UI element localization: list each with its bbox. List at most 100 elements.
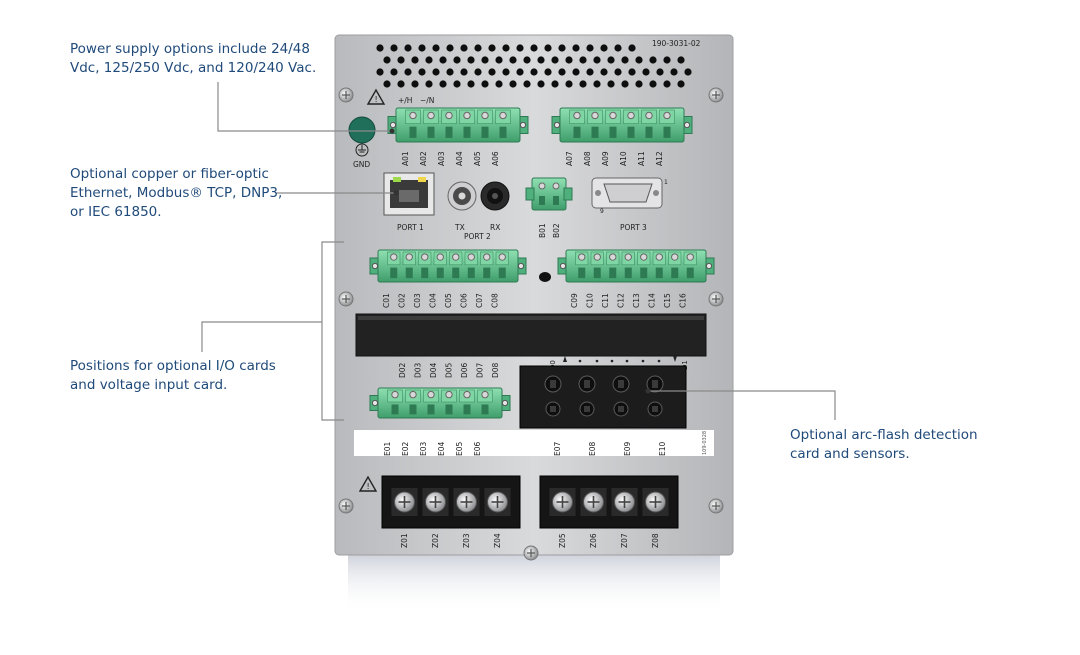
screw-terminal bbox=[459, 389, 475, 415]
arc-sensor-port bbox=[544, 375, 562, 417]
screw-terminal bbox=[433, 251, 447, 279]
vent-hole bbox=[376, 44, 384, 52]
vent-hole bbox=[467, 56, 475, 64]
screw-terminal bbox=[477, 109, 493, 138]
vent-hole bbox=[628, 44, 636, 52]
screw-terminal bbox=[683, 251, 697, 279]
part-number: 190-3031-02 bbox=[652, 39, 701, 48]
vent-hole bbox=[397, 80, 405, 88]
terminal-label-c04: C04 bbox=[429, 293, 438, 308]
vent-hole bbox=[607, 56, 615, 64]
terminal-label-d03: D03 bbox=[414, 362, 423, 378]
vent-hole bbox=[635, 56, 643, 64]
screw-terminal bbox=[590, 251, 604, 279]
terminal-label-z02: Z02 bbox=[431, 533, 440, 548]
vent-hole bbox=[383, 56, 391, 64]
power-polarity-plus: +/H bbox=[398, 96, 412, 105]
vent-hole bbox=[530, 68, 538, 76]
terminal-block-z01-z04 bbox=[381, 475, 521, 529]
vent-hole bbox=[544, 44, 552, 52]
io-callout-line1: Positions for optional I/O cards bbox=[70, 358, 276, 374]
screw-terminal bbox=[477, 389, 493, 415]
terminal-label-e04: E04 bbox=[437, 441, 446, 456]
vent-hole bbox=[418, 44, 426, 52]
connector-b01-b02 bbox=[525, 177, 573, 211]
terminal-label-c12: C12 bbox=[617, 293, 626, 308]
vent-hole bbox=[460, 68, 468, 76]
terminal-label-z04: Z04 bbox=[493, 533, 502, 548]
vent-hole bbox=[656, 68, 664, 76]
vent-hole bbox=[663, 80, 671, 88]
terminal-label-c05: C05 bbox=[444, 293, 453, 308]
vent-hole bbox=[397, 56, 405, 64]
vent-hole bbox=[404, 44, 412, 52]
terminal-label-e08: E08 bbox=[588, 441, 597, 456]
terminal-label-b01: B01 bbox=[538, 223, 547, 238]
terminal-label-a09: A09 bbox=[601, 151, 610, 166]
port3-pin9: 9 bbox=[600, 208, 604, 215]
terminal-label-z08: Z08 bbox=[651, 533, 660, 548]
vent-hole bbox=[628, 68, 636, 76]
terminal-label-e03: E03 bbox=[419, 441, 428, 456]
connector-e01-e06 bbox=[369, 387, 511, 419]
screw-terminal bbox=[423, 109, 439, 138]
arc-flash-card bbox=[519, 365, 687, 429]
terminal-label-a06: A06 bbox=[491, 151, 500, 166]
vent-hole bbox=[446, 44, 454, 52]
vent-hole bbox=[495, 80, 503, 88]
vent-hole bbox=[439, 80, 447, 88]
vent-hole bbox=[495, 56, 503, 64]
screw-terminal bbox=[484, 488, 511, 516]
screw-terminal bbox=[441, 109, 457, 138]
power-callout-line1: Power supply options include 24/48 bbox=[70, 41, 310, 57]
vent-hole bbox=[516, 68, 524, 76]
vent-hole bbox=[390, 44, 398, 52]
terminal-label-z07: Z07 bbox=[620, 533, 629, 548]
vent-hole bbox=[558, 44, 566, 52]
vent-hole bbox=[551, 56, 559, 64]
terminal-label-c01: C01 bbox=[382, 293, 391, 308]
ethernet-callout-line1: Optional copper or fiber-optic bbox=[70, 166, 269, 182]
terminal-label-z06: Z06 bbox=[589, 533, 598, 548]
vent-hole bbox=[621, 56, 629, 64]
terminal-label-e02: E02 bbox=[401, 441, 410, 456]
port2-fiber-rx bbox=[480, 181, 510, 211]
screw-icon bbox=[708, 291, 724, 307]
terminal-label-c15: C15 bbox=[663, 293, 672, 308]
terminal-label-e06: E06 bbox=[473, 441, 482, 456]
vent-hole bbox=[488, 44, 496, 52]
terminal-label-c02: C02 bbox=[398, 293, 407, 308]
vent-hole bbox=[481, 80, 489, 88]
screw-terminal bbox=[423, 389, 439, 415]
screw-icon bbox=[708, 498, 724, 514]
arcflash-callout-line2: card and sensors. bbox=[790, 446, 910, 462]
terminal-label-a01: A01 bbox=[401, 151, 410, 166]
vent-hole bbox=[677, 56, 685, 64]
port2-label: PORT 2 bbox=[464, 232, 491, 241]
vent-hole bbox=[649, 80, 657, 88]
terminal-label-c09: C09 bbox=[570, 293, 579, 308]
screw-terminal bbox=[402, 251, 416, 279]
screw-terminal bbox=[464, 251, 478, 279]
vent-hole bbox=[572, 44, 580, 52]
chassis-reflection bbox=[348, 553, 720, 613]
vent-hole bbox=[516, 44, 524, 52]
terminal-label-a11: A11 bbox=[637, 151, 646, 166]
terminal-label-c08: C08 bbox=[491, 293, 500, 308]
terminal-label-c11: C11 bbox=[601, 293, 610, 308]
svg-text:!: ! bbox=[375, 95, 378, 104]
screw-terminal bbox=[387, 251, 401, 279]
screw-icon bbox=[523, 545, 539, 561]
terminal-label-a12: A12 bbox=[655, 151, 664, 166]
vent-hole bbox=[411, 80, 419, 88]
vent-hole bbox=[600, 68, 608, 76]
terminal-label-e07: E07 bbox=[553, 441, 562, 456]
vent-hole bbox=[614, 68, 622, 76]
d-arrow-icons bbox=[563, 356, 677, 363]
screw-terminal bbox=[422, 488, 449, 516]
vent-hole bbox=[502, 68, 510, 76]
vent-hole bbox=[502, 44, 510, 52]
port1-ethernet-jack bbox=[383, 172, 435, 216]
